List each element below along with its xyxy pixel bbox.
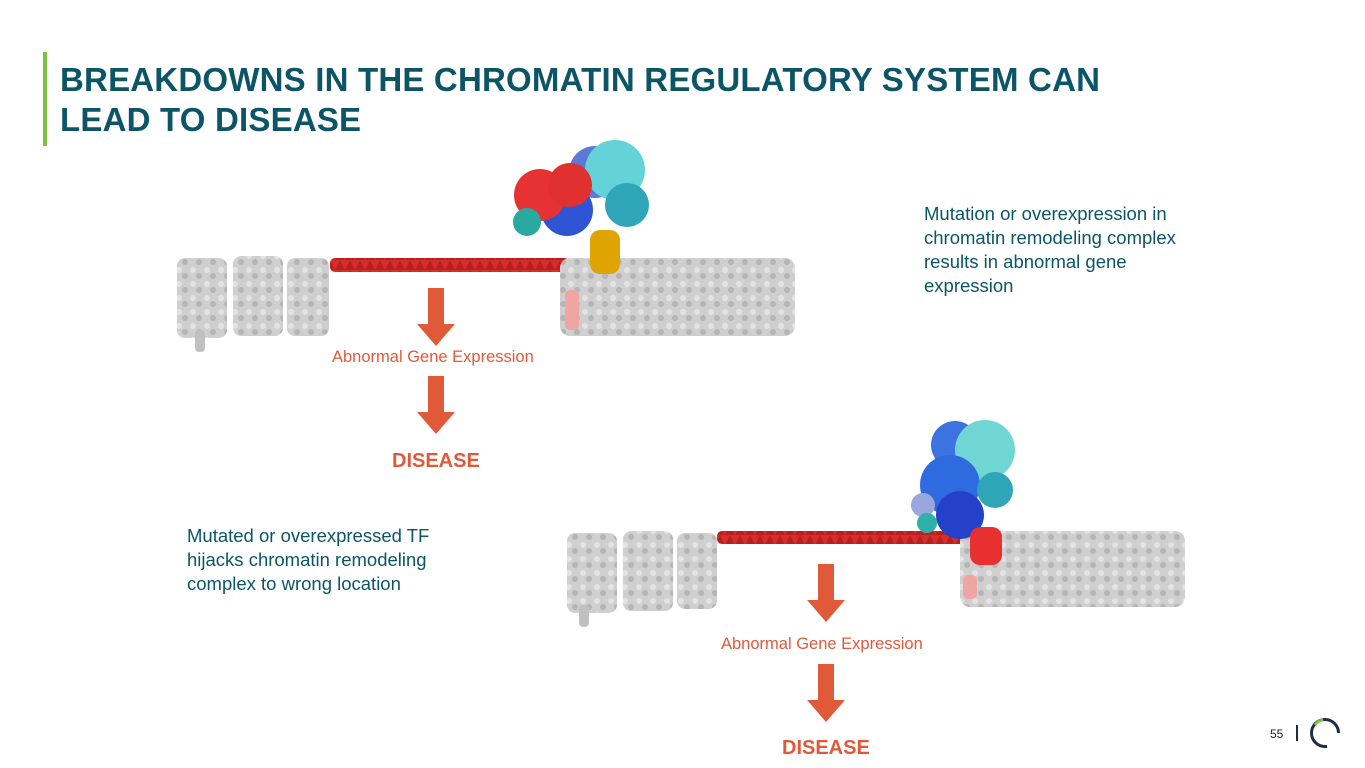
bottom-effect-label: Abnormal Gene Expression bbox=[721, 635, 923, 653]
nucleosome-left bbox=[567, 531, 717, 627]
top-caption: Mutation or overexpression in chromatin … bbox=[924, 203, 1176, 296]
bottom-chromatin-illustration bbox=[567, 420, 1185, 627]
linker-dna bbox=[330, 258, 570, 272]
nucleosome-left bbox=[177, 256, 329, 352]
footer-divider bbox=[1296, 725, 1298, 741]
top-chromatin-illustration bbox=[177, 140, 795, 352]
bottom-caption: Mutated or overexpressed TF hijacks chro… bbox=[187, 525, 430, 594]
transcription-factor bbox=[970, 527, 1002, 565]
nucleosome-right bbox=[960, 531, 1185, 607]
down-arrow-icon bbox=[417, 376, 455, 434]
down-arrow-icon bbox=[807, 664, 845, 722]
down-arrow-icon bbox=[417, 288, 455, 346]
top-effect-label: Abnormal Gene Expression bbox=[332, 348, 534, 366]
page-number: 55 bbox=[1270, 727, 1284, 741]
down-arrow-icon bbox=[807, 564, 845, 622]
slide-title-line-1: BREAKDOWNS IN THE CHROMATIN REGULATORY S… bbox=[60, 61, 1101, 98]
remodeling-complex bbox=[911, 420, 1015, 539]
slide-title: BREAKDOWNS IN THE CHROMATIN REGULATORY S… bbox=[60, 60, 1100, 140]
nucleosome-right bbox=[560, 258, 795, 336]
slide-title-line-2: LEAD TO DISEASE bbox=[60, 101, 362, 138]
circle-ring-logo-icon bbox=[1310, 718, 1340, 748]
top-outcome-label: DISEASE bbox=[392, 450, 480, 472]
title-accent-bar bbox=[43, 52, 47, 146]
linker-dna bbox=[717, 531, 967, 544]
bottom-outcome-label: DISEASE bbox=[782, 737, 870, 759]
remodeling-complex bbox=[513, 140, 649, 274]
